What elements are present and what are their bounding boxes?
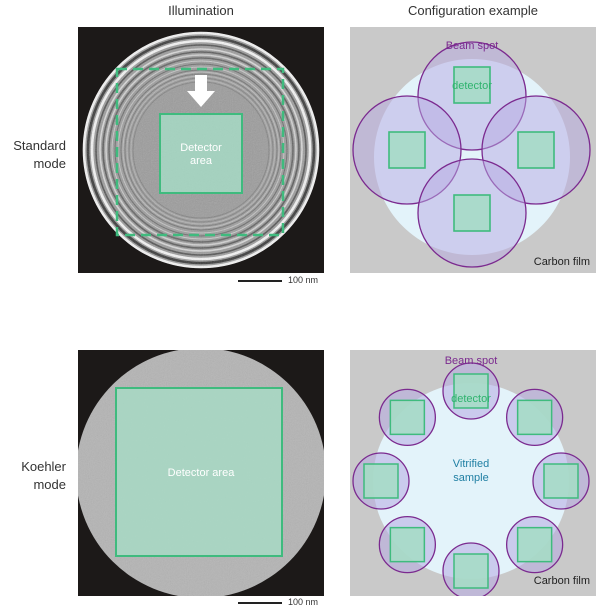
standard-illumination-panel: Detector area <box>78 27 324 273</box>
scan-area-dashed <box>115 67 285 237</box>
detector-square-bottom <box>453 553 489 589</box>
koehler-mode-label: Koehler mode <box>0 458 66 494</box>
standard-illumination-svg: Detector area <box>78 27 324 273</box>
detector-square-right <box>543 463 579 499</box>
detector-squares <box>388 66 555 232</box>
standard-mode-line2: mode <box>33 156 66 171</box>
standard-mode-label: Standard mode <box>0 137 66 173</box>
scalebar-label: 100 nm <box>288 275 319 285</box>
beam-spot-label: Beam spot <box>446 40 499 52</box>
detector-square-right <box>517 131 555 169</box>
detector-area-line2: area <box>190 155 213 167</box>
detector-square-top <box>453 66 491 104</box>
koehler-illumination-panel: Detector area <box>76 348 326 598</box>
detector-square-left <box>388 131 426 169</box>
detector-square-top-left <box>389 399 426 436</box>
vitrified-label-line1: Vitrified <box>453 458 489 470</box>
scalebar-label: 100 nm <box>288 597 319 607</box>
detector-area-box <box>159 113 243 194</box>
koehler-configuration-svg: Beam spot detector Vitrified sample Carb… <box>350 350 596 600</box>
koehler-mode-line2: mode <box>33 477 66 492</box>
koehler-mode-line1: Koehler <box>21 459 66 474</box>
configuration-header: Configuration example <box>407 3 539 18</box>
koehler-detector-box <box>115 387 283 557</box>
detector-square-top <box>453 373 489 409</box>
vitrified-label-line2: sample <box>453 472 488 484</box>
standard-configuration-panel: Beam spot detector Carbon film <box>350 27 596 273</box>
scalebar-line <box>238 602 282 604</box>
koehler-configuration-panel: Beam spot detector Vitrified sample Carb… <box>350 350 596 600</box>
detector-square-bottom-left <box>389 526 426 563</box>
standard-mode-line1: Standard <box>13 138 66 153</box>
standard-configuration-svg: Beam spot detector Carbon film <box>350 27 596 273</box>
koehler-illumination-svg: Detector area <box>76 348 326 598</box>
detector-label: detector <box>452 80 492 92</box>
carbon-film-label: Carbon film <box>534 575 590 587</box>
detector-area-line1: Detector <box>180 142 222 154</box>
scalebar-line <box>238 280 282 282</box>
koehler-detector-label: Detector area <box>168 467 236 479</box>
carbon-film-label: Carbon film <box>534 256 590 268</box>
down-arrow-icon <box>187 75 215 107</box>
detector-square-bottom <box>453 194 491 232</box>
detector-label: detector <box>451 393 491 405</box>
detector-square-left <box>363 463 399 499</box>
detector-square-bottom-right <box>516 526 553 563</box>
illumination-header: Illumination <box>168 3 234 18</box>
beam-spot-label: Beam spot <box>445 355 498 367</box>
beam-spots <box>352 362 590 600</box>
detector-square-top-right <box>516 399 553 436</box>
